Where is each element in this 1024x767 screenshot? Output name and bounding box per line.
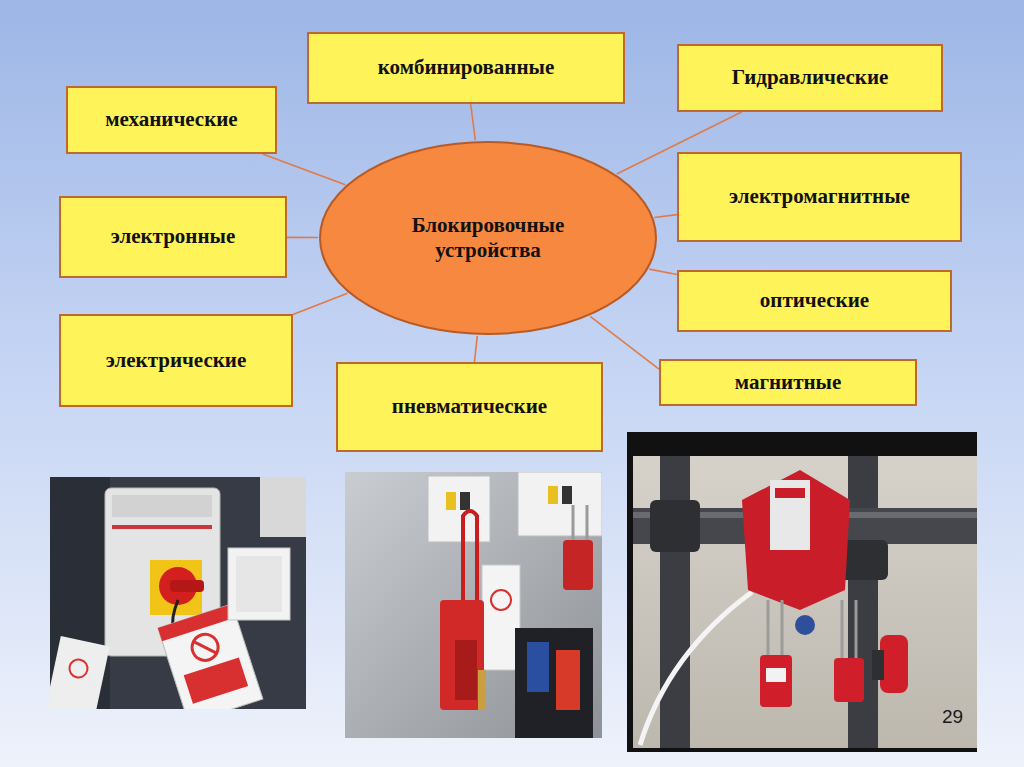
hub-ellipse-shape <box>320 142 656 334</box>
breaker-lockout-photo-part <box>562 486 572 504</box>
switch-lockout-photo-part <box>50 636 110 709</box>
connector-line <box>471 104 476 140</box>
switch-lockout-photo-part-part <box>50 636 110 709</box>
node-label: комбинированные <box>378 55 554 80</box>
category-box: Гидравлические <box>677 44 943 112</box>
node-label: магнитные <box>735 370 842 395</box>
connector-line <box>293 293 347 314</box>
node-label: электронные <box>111 224 236 249</box>
breaker-lockout-photo-part <box>428 476 490 542</box>
connector-line <box>474 336 477 362</box>
breaker-lockout-photo-part <box>463 515 477 600</box>
connector-line <box>654 215 677 218</box>
valve-lockout-photo-part <box>742 470 850 610</box>
node-label: механические <box>105 107 237 132</box>
breaker-lockout-photo-part <box>515 628 593 738</box>
node-label: Блокировочные устройства <box>393 213 583 263</box>
valve-lockout-photo-part <box>768 600 782 660</box>
category-box: электромагнитные <box>677 152 962 242</box>
switch-lockout-photo-part-part <box>184 657 248 703</box>
switch-lockout-photo <box>50 477 306 709</box>
node-label: Гидравлические <box>732 65 889 90</box>
category-box: пневматические <box>336 362 603 452</box>
category-box: электронные <box>59 196 287 278</box>
breaker-lockout-photo-part <box>345 472 602 738</box>
breaker-lockout-photo-part <box>556 650 580 710</box>
switch-lockout-photo-part <box>112 495 212 517</box>
valve-lockout-photo-part <box>766 668 786 682</box>
valve-lockout-photo-part <box>770 480 810 550</box>
switch-lockout-photo-part <box>112 525 212 529</box>
switch-lockout-photo-part <box>260 477 306 537</box>
valve-lockout-photo-part <box>650 500 700 552</box>
breaker-lockout-photo <box>345 472 602 738</box>
category-box: комбинированные <box>307 32 625 104</box>
switch-lockout-photo-part-part <box>189 631 222 664</box>
category-box: механические <box>66 86 277 154</box>
category-box: электрические <box>59 314 293 407</box>
connector-line <box>287 237 318 239</box>
valve-lockout-photo-part <box>640 592 752 745</box>
switch-lockout-photo-part <box>170 580 204 592</box>
breaker-lockout-photo-part <box>455 640 477 700</box>
valve-lockout-photo-part <box>834 658 864 702</box>
valve-lockout-photo-part <box>627 432 977 752</box>
page-number: 29 <box>942 706 963 728</box>
switch-lockout-photo-part <box>236 556 282 612</box>
valve-lockout-photo-part <box>760 655 792 707</box>
switch-lockout-photo-part-part <box>194 636 217 659</box>
valve-lockout-photo-part <box>633 456 977 748</box>
connector-line <box>649 269 677 274</box>
node-label: пневматические <box>392 394 547 419</box>
switch-lockout-photo-part <box>228 548 290 620</box>
valve-lockout-photo-part <box>795 615 815 635</box>
breaker-lockout-photo-part <box>527 642 549 692</box>
category-box: оптические <box>677 270 952 332</box>
valve-lockout-photo-part <box>660 456 690 748</box>
connector-line <box>263 154 346 185</box>
category-box: магнитные <box>659 359 917 406</box>
valve-lockout-photo-part <box>880 635 908 693</box>
valve-lockout-photo-part <box>775 488 805 498</box>
valve-lockout-photo-part <box>842 600 856 662</box>
breaker-lockout-photo-part <box>482 565 520 670</box>
breaker-lockout-photo-part <box>563 540 593 590</box>
node-label: электромагнитные <box>729 184 910 209</box>
breaker-lockout-photo-part <box>491 590 511 610</box>
breaker-lockout-photo-part <box>518 472 602 536</box>
hub-ellipse: Блокировочные устройства <box>318 140 658 336</box>
valve-lockout-photo-part <box>872 650 884 680</box>
node-label: оптические <box>760 288 869 313</box>
breaker-lockout-photo-part <box>446 492 456 510</box>
breaker-lockout-photo-part <box>548 486 558 504</box>
breaker-lockout-photo-part <box>478 670 486 710</box>
valve-lockout-photo <box>627 432 977 752</box>
breaker-lockout-photo-part <box>440 600 484 710</box>
breaker-lockout-photo-part <box>463 511 477 516</box>
node-label: электрические <box>106 348 247 373</box>
valve-lockout-photo-part <box>848 456 878 748</box>
breaker-lockout-photo-part <box>460 492 470 510</box>
switch-lockout-photo-part-part <box>68 658 89 679</box>
